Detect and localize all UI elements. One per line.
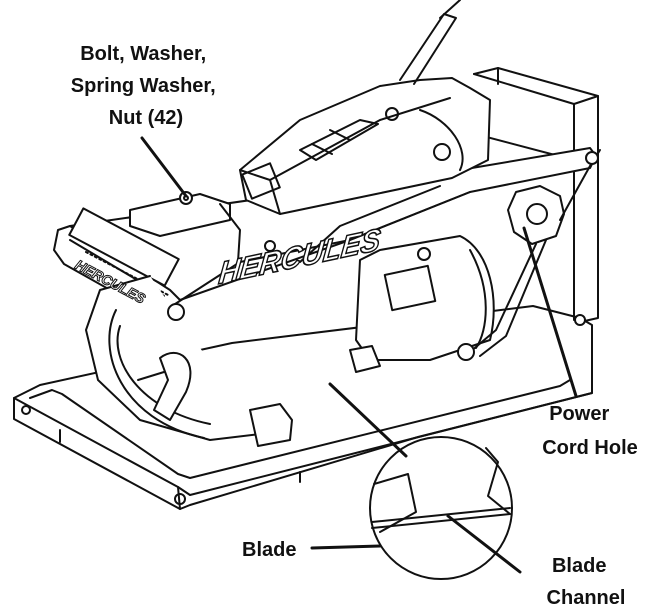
blade-channel-callout: Blade Channel [547,555,626,609]
motor-handle [239,0,491,215]
bolt-callout-line-2: Spring Washer, [71,75,216,97]
blade-channel-callout-line-2: Channel [547,587,626,609]
pivot-feet [167,303,586,447]
main-arm [53,147,597,319]
blade-channel-callout-line-1: Blade [552,555,606,577]
blade-channel-leader-line [328,382,408,458]
bolt-callout-line-1: Bolt, Washer, [80,43,206,65]
power-cord-callout: Power Cord Hole [542,403,638,459]
power-cord-leader-line [522,226,578,398]
bolt-callout-line-3: Nut (42) [109,107,183,129]
blade-guard [85,275,261,441]
leader-lines [140,136,578,574]
blade-callout: Blade [242,539,296,561]
power-cord-callout-line-2: Cord Hole [542,437,638,459]
fence-bolt-mount [129,191,276,263]
blade-channel-inset-leader-line [446,514,522,574]
clamp-knob [457,149,601,361]
bolt-callout: Bolt, Washer, Spring Washer, Nut (42) [71,43,221,129]
blade-channel-inset [369,436,513,580]
power-cord-callout-line-1: Power [549,403,609,425]
blade-leader-line [310,544,382,550]
blade-housing [355,235,495,361]
bolt-leader-line [140,136,188,198]
